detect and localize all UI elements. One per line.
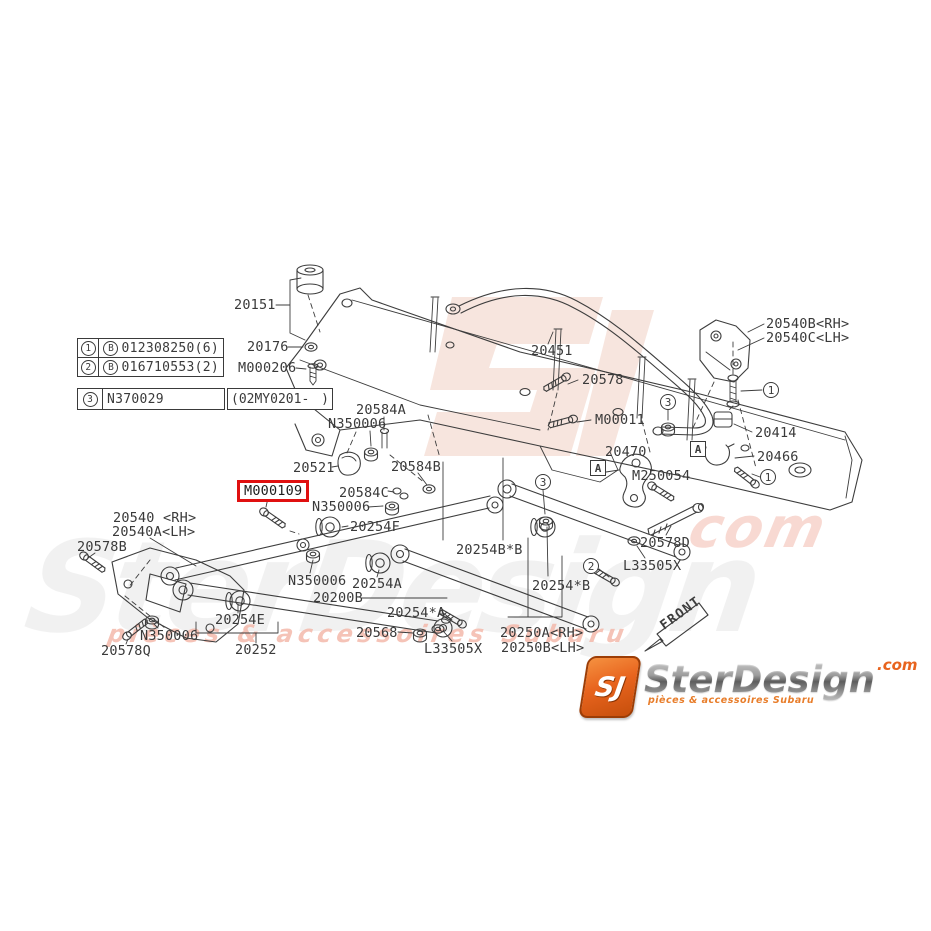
legend-part-number: N370029 <box>107 391 164 407</box>
part-label-m00011: M00011 <box>595 412 645 428</box>
logo-tagline-text: pièces & accessoires Subaru <box>648 695 815 706</box>
washer-20176 <box>304 342 318 352</box>
washers <box>379 427 641 634</box>
part-label-l33505x: L33505X <box>623 558 682 574</box>
part-label-20584b: 20584B <box>391 459 441 475</box>
part-label-20250blh: 20250B<LH> <box>501 640 585 656</box>
callout-circle-1: 1 <box>760 469 776 485</box>
logo-tld-text: .com <box>877 656 918 674</box>
bolts <box>77 370 762 643</box>
trailing-arm-bracket <box>111 547 245 643</box>
part-label-20151: 20151 <box>234 297 276 313</box>
part-label-n350006: N350006 <box>288 573 347 589</box>
part-label-n350006: N350006 <box>328 416 387 432</box>
logo-brand-text: SterDesign <box>644 658 876 701</box>
callout-2-icon: 2 <box>80 359 96 375</box>
legend-row: 3 N370029 <box>78 389 224 409</box>
legend-row: (02MY0201- ) <box>228 389 332 409</box>
part-label-20451: 20451 <box>531 343 573 359</box>
part-label-20176: 20176 <box>247 339 289 355</box>
part-label-20254e: 20254E <box>215 612 265 628</box>
part-label-20254bb: 20254B*B <box>456 542 523 558</box>
bushing-20414 <box>713 411 733 428</box>
part-label-20540rh: 20540 <RH> <box>113 510 197 526</box>
legend-table-fasteners: 1 B 012308250(6) 2 B 016710553(2) <box>77 338 224 377</box>
part-label-20250arh: 20250A<RH> <box>500 625 584 641</box>
legend-applicability-box: (02MY0201- ) <box>227 388 333 410</box>
part-label-20466: 20466 <box>757 449 799 465</box>
lateral-link-mid <box>365 516 600 633</box>
cap-20521 <box>337 451 361 476</box>
stefdesign-logo-icon: SJ <box>578 656 642 718</box>
part-label-n350006: N350006 <box>312 499 371 515</box>
part-label-20578q: 20578Q <box>101 643 151 659</box>
front-arrow-label: FRONT <box>658 594 705 634</box>
part-label-20254b: 20254*B <box>532 578 591 594</box>
part-label-20540alh: 20540A<LH> <box>112 524 196 540</box>
callout-circle-3: 3 <box>535 474 551 490</box>
model-year-range: (02MY0201- <box>231 391 310 407</box>
bolt-class-b-icon: B <box>103 340 119 356</box>
callout-circle-2: 2 <box>583 558 599 574</box>
legend-row: 1 B 012308250(6) <box>78 339 223 357</box>
part-label-20470: 20470 <box>605 444 647 460</box>
callout-box-a: A <box>590 460 606 476</box>
model-year-range-close: ) <box>321 391 329 407</box>
callout-box-a: A <box>690 441 706 457</box>
sway-bar <box>445 287 714 436</box>
bolt-20578d <box>647 502 705 537</box>
callout-3-icon: 3 <box>82 391 98 407</box>
link-20470 <box>619 453 652 508</box>
legend-part-number: 016710553(2) <box>121 359 219 375</box>
part-label-20521: 20521 <box>293 460 335 476</box>
callout-1-icon: 1 <box>80 340 96 356</box>
watermark-sj-glyph <box>424 297 654 456</box>
legend-part-number: 012308250(6) <box>121 340 219 356</box>
crossmember-beam <box>285 287 863 511</box>
mount-bushing <box>296 264 324 295</box>
callout-circle-1: 1 <box>763 382 779 398</box>
part-label-20252: 20252 <box>235 642 277 658</box>
construction-lines <box>124 294 757 629</box>
part-label-20540clh: 20540C<LH> <box>766 330 850 346</box>
bolt-class-b-icon: B <box>103 359 119 375</box>
part-label-20578d: 20578D <box>640 535 690 551</box>
part-label-m000109: M000109 <box>237 480 310 502</box>
part-label-20578: 20578 <box>582 372 624 388</box>
stabilizer-bracket <box>699 319 751 408</box>
part-label-20254f: 20254F <box>350 519 400 535</box>
part-label-20200b: 20200B <box>313 590 363 606</box>
part-label-20540brh: 20540B<RH> <box>766 316 850 332</box>
part-label-20584c: 20584C <box>339 485 389 501</box>
part-label-20254a: 20254*A <box>387 605 446 621</box>
front-arrow <box>644 602 709 652</box>
legend-table-n370029: 3 N370029 <box>77 388 225 410</box>
callout-circle-3: 3 <box>660 394 676 410</box>
part-label-20584a: 20584A <box>356 402 406 418</box>
part-label-m000206: M000206 <box>238 360 297 376</box>
stefdesign-logo: SJ SterDesign.com pièces & accessoires S… <box>578 656 918 718</box>
trailing-arm <box>160 495 504 586</box>
part-label-20254a: 20254A <box>352 576 402 592</box>
part-label-20578b: 20578B <box>77 539 127 555</box>
screw-m000206 <box>307 363 319 386</box>
part-label-n350006: N350006 <box>140 628 199 644</box>
logo-icon-text: SJ <box>592 671 628 703</box>
part-label-20568: 20568 <box>356 625 398 641</box>
part-label-20414: 20414 <box>755 425 797 441</box>
leader-lines <box>87 277 765 645</box>
part-label-m250054: M250054 <box>632 468 691 484</box>
part-label-l33505x: L33505X <box>424 641 483 657</box>
legend-row: 2 B 016710553(2) <box>78 357 223 376</box>
lateral-link-rear <box>497 479 691 561</box>
